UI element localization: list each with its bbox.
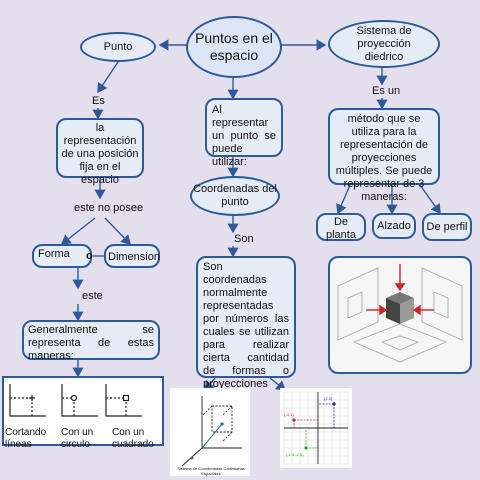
este-label: este — [82, 290, 103, 302]
coordinate-3d-figure — [170, 388, 250, 476]
central-label: Puntos en el espacio — [195, 30, 273, 63]
view-alzado-label: Alzado — [377, 220, 411, 232]
generalmente-box: Generalmente se representa de estas mane… — [22, 320, 160, 362]
view-perfil-label: De perfil — [426, 221, 468, 233]
definition-text: la representación de una posición fija e… — [61, 122, 139, 186]
edge-metodo-planta — [336, 184, 351, 215]
cube-icon — [386, 292, 414, 324]
description-box: Son coordenadas normalmente representada… — [196, 256, 296, 390]
dimension-text: Dimension — [108, 251, 160, 263]
es-label: Es — [92, 95, 105, 107]
projection-diagram — [337, 264, 463, 363]
view-planta-box: De planta — [316, 213, 366, 241]
edge-noposee-forma — [60, 217, 96, 245]
view-perfil-box: De perfil — [422, 213, 472, 241]
point-figures — [9, 384, 142, 417]
graph-label-a: (-3,1) — [284, 412, 294, 417]
sistema-label: Sistema de proyección diedrico — [356, 24, 412, 63]
definition-box: la representación de una posición fija e… — [56, 118, 144, 186]
fig-caption: Sistema de Coordenadas Cartesianas Espac… — [177, 466, 245, 476]
sistema-node: Sistema de proyección diedrico — [328, 20, 440, 68]
son-label: Son — [234, 233, 254, 245]
graph-point-c — [304, 446, 308, 450]
caption-circulo: Con un circulo — [61, 427, 94, 450]
es-un-label: Es un — [372, 85, 401, 97]
forma-text: Forma — [38, 248, 70, 260]
circle-point-icon — [70, 394, 78, 402]
edge-punto-es — [97, 61, 119, 94]
no-posee-label: este no posee — [74, 202, 144, 214]
graph-label-c: (-1.5,-2.5) — [286, 452, 304, 457]
caption-cortando: Cortando líneas — [5, 427, 47, 450]
graph-point-b — [332, 402, 336, 406]
dimension-box: Dimension — [104, 244, 160, 268]
metodo-box: método que se utiliza para la representa… — [328, 108, 440, 203]
edge-noposee-dimension — [104, 217, 131, 246]
graph-point-a — [292, 418, 296, 422]
coordinate-graph-diagram: (-3,1) (2,3) (-1.5,-2.5) — [283, 391, 349, 465]
punto-label: Punto — [103, 40, 133, 53]
edge-metodo-perfil — [419, 184, 441, 215]
point-figures-panel — [2, 376, 164, 446]
represent-text: Al representar un punto se puede utiliza… — [212, 104, 276, 168]
square-point-icon — [122, 394, 130, 402]
forma-box: Forma — [32, 244, 92, 268]
punto-node: Punto — [80, 32, 156, 62]
o-label: o — [86, 250, 93, 262]
generalmente-text: Generalmente se representa de estas mane… — [28, 324, 154, 362]
description-text: Son coordenadas normalmente representada… — [203, 261, 289, 390]
represent-box: Al representar un punto se puede utiliza… — [205, 98, 283, 168]
central-node: Puntos en el espacio — [186, 16, 282, 78]
coordinate-3d-diagram — [181, 396, 242, 467]
caption-cuadrado: Con un cuadrado — [112, 427, 154, 450]
coordenadas-node: Coordenadas del punto — [190, 176, 280, 216]
coordenadas-label: Coordenadas del punto — [193, 183, 277, 208]
view-alzado-box: Alzado — [372, 213, 416, 239]
view-planta-label: De planta — [326, 216, 356, 241]
graph-label-b: (2,3) — [324, 396, 333, 401]
metodo-text: método que se utiliza para la representa… — [335, 113, 433, 203]
